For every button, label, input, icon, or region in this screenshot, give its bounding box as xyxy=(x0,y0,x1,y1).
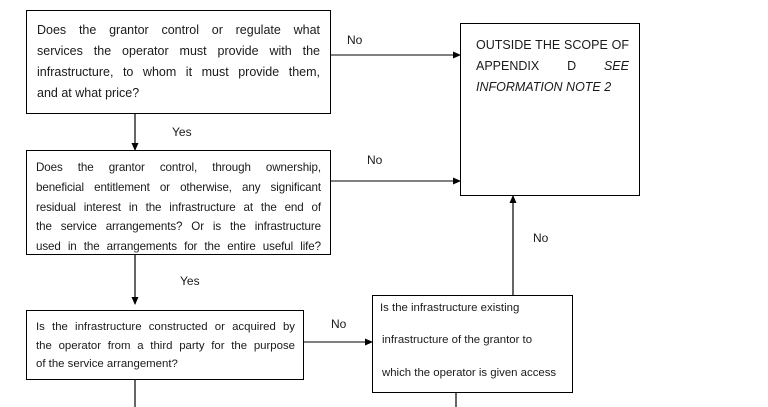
question-box-grantor-control-services: Does the grantor control or regulate wha… xyxy=(26,10,331,114)
question-line: the service arrangements? Or is the infr… xyxy=(36,220,321,234)
question-box-existing-infrastructure: Is the infrastructure existing infrastru… xyxy=(372,295,573,393)
question-box-constructed-or-acquired: Is the infrastructure constructed or acq… xyxy=(26,310,304,380)
question-line: services the operator must provide with … xyxy=(37,44,320,58)
question-line: infrastructure of the grantor to xyxy=(382,334,533,346)
appendix-letter: D xyxy=(567,59,577,73)
outside-scope-box: OUTSIDE THE SCOPE OF APPENDIX D SEE INFO… xyxy=(460,23,640,196)
question-box-residual-interest: Does the grantor control, through owners… xyxy=(26,150,331,255)
question-line: Does the grantor control, through owners… xyxy=(36,161,321,174)
question-line: Is the infrastructure constructed or acq… xyxy=(36,321,295,333)
question-line: of the service arrangement? xyxy=(36,358,178,370)
label-no-q1: No xyxy=(347,33,363,47)
information-note-reference: INFORMATION NOTE 2 xyxy=(476,80,612,94)
question-line: Does the grantor control or regulate wha… xyxy=(37,23,320,37)
question-line: residual interest in the infrastructure … xyxy=(36,200,321,214)
question-line: used in the arrangements for the entire … xyxy=(36,240,321,254)
question-line: which the operator is given access xyxy=(382,367,557,379)
label-no-q2: No xyxy=(367,153,383,167)
label-no-q3: No xyxy=(331,317,347,331)
question-line: beneficial entitlement or otherwise, any… xyxy=(36,180,321,194)
appendix-word: APPENDIX xyxy=(476,59,540,73)
question-line: Is the infrastructure existing xyxy=(380,302,520,314)
question-line: infrastructure, to whom it must provide … xyxy=(37,65,320,79)
question-line: and at what price? xyxy=(37,86,140,100)
question-line: the operator from a third party for the … xyxy=(36,339,295,352)
outside-scope-line: APPENDIX D SEE xyxy=(476,56,629,77)
label-no-q4: No xyxy=(533,231,549,245)
label-yes-q1: Yes xyxy=(172,125,192,139)
label-yes-q2: Yes xyxy=(180,274,200,288)
see-word: SEE xyxy=(603,59,629,73)
outside-scope-line: OUTSIDE THE SCOPE OF xyxy=(476,38,629,52)
